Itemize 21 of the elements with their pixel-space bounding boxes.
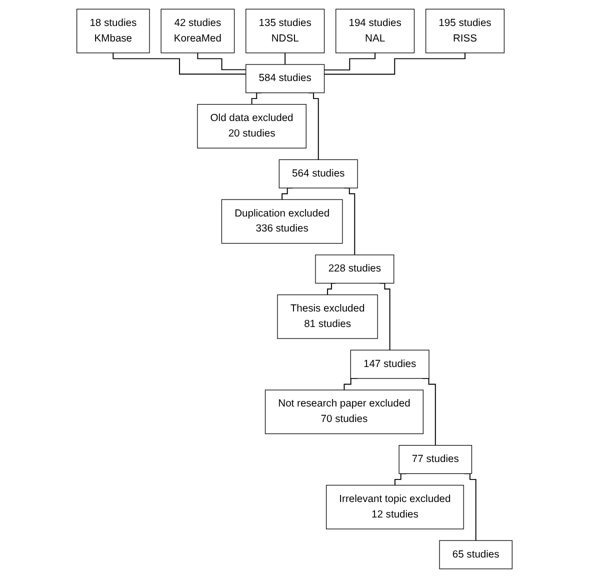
node-box: 195 studies RISS	[426, 8, 505, 54]
node-box: 135 studies NDSL	[246, 8, 325, 54]
node-box: 77 studies	[398, 445, 472, 474]
node-box: 564 studies	[278, 159, 358, 188]
node-box: Duplication excluded 336 studies	[221, 199, 343, 244]
node-box: 42 studies KoreaMed	[160, 8, 235, 54]
node-box: 65 studies	[439, 540, 512, 570]
node-box: 228 studies	[315, 254, 394, 284]
connector	[324, 52, 376, 70]
node-box: 147 studies	[350, 350, 430, 379]
node-box: 18 studies KMbase	[76, 8, 150, 54]
connector	[284, 52, 286, 65]
node-box: 584 studies	[246, 64, 325, 94]
node-box: 194 studies NAL	[336, 8, 415, 54]
connector	[197, 52, 246, 70]
node-box: Old data excluded 20 studies	[197, 104, 306, 148]
node-box: Irrelevant topic excluded 12 studies	[326, 484, 464, 530]
node-box: Thesis excluded 81 studies	[277, 294, 378, 339]
node-box: Not research paper excluded 70 studies	[264, 390, 424, 434]
connector	[324, 52, 466, 75]
connector	[112, 52, 246, 75]
